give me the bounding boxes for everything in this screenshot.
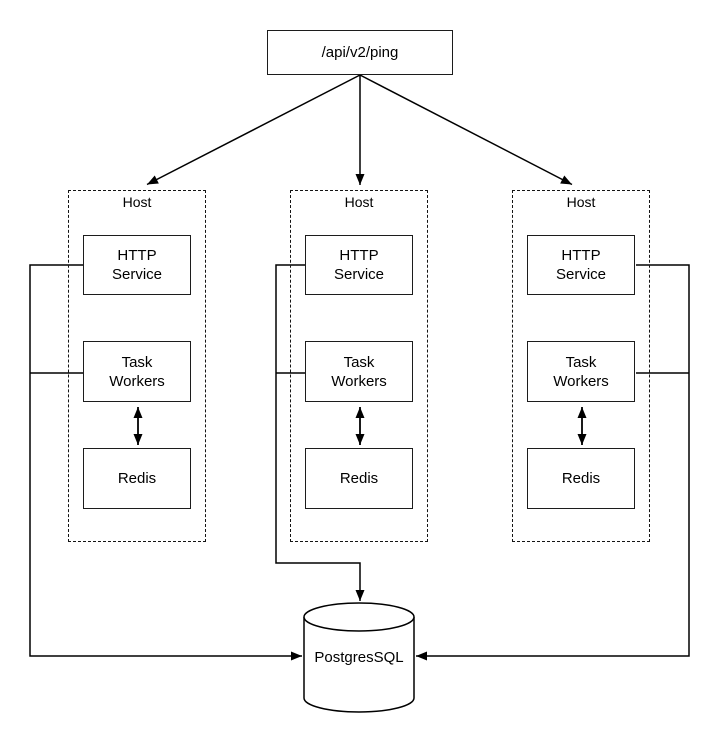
task-workers-box: Task Workers: [83, 341, 191, 402]
redis-box: Redis: [83, 448, 191, 509]
database-cylinder-icon: [303, 602, 415, 713]
redis-box: Redis: [305, 448, 413, 509]
http-service-box: HTTP Service: [527, 235, 635, 295]
http-service-label: HTTP Service: [555, 247, 607, 283]
database-label: PostgresSQL: [314, 649, 404, 666]
host-box-3: Host HTTP Service Task Workers Redis: [512, 190, 650, 542]
entry-endpoint-label: /api/v2/ping: [321, 44, 399, 61]
connector-left-host-to-db: [29, 264, 302, 661]
task-workers-box: Task Workers: [305, 341, 413, 402]
connector-right-host-to-db: [416, 264, 690, 661]
redis-label: Redis: [117, 470, 157, 487]
host-box-2: Host HTTP Service Task Workers Redis: [290, 190, 428, 542]
redis-label: Redis: [339, 470, 379, 487]
host-label: Host: [344, 194, 374, 210]
http-service-label: HTTP Service: [333, 247, 385, 283]
task-workers-label: Task Workers: [109, 353, 165, 390]
fan-arrow-right: [359, 74, 573, 186]
redis-box: Redis: [527, 448, 635, 509]
host-box-1: Host HTTP Service Task Workers Redis: [68, 190, 206, 542]
connector-middle-host-to-db: [275, 264, 365, 601]
http-service-label: HTTP Service: [111, 247, 163, 283]
fan-arrow-left: [146, 74, 361, 186]
entry-endpoint-box: /api/v2/ping: [267, 30, 453, 75]
cylinder-top: [303, 602, 415, 632]
host-label: Host: [566, 194, 596, 210]
http-service-box: HTTP Service: [305, 235, 413, 295]
task-workers-label: Task Workers: [553, 353, 609, 390]
http-service-box: HTTP Service: [83, 235, 191, 295]
cylinder-body: [303, 617, 415, 713]
host-label: Host: [122, 194, 152, 210]
task-workers-box: Task Workers: [527, 341, 635, 402]
task-workers-label: Task Workers: [331, 353, 387, 390]
redis-label: Redis: [561, 470, 601, 487]
